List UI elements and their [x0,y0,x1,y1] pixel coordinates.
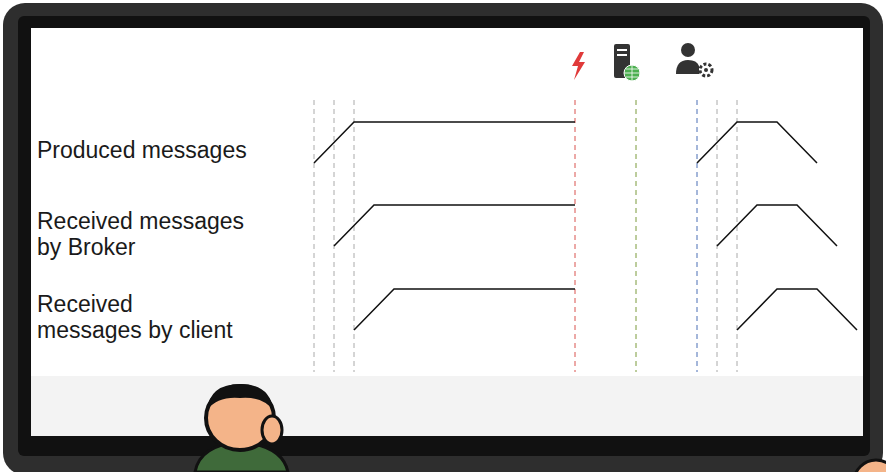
user-body [676,60,699,74]
user-head [681,43,695,57]
server-slot [617,54,627,56]
presenter-hand [262,416,282,444]
dashed-marker [334,100,335,372]
row-label: Produced messages [37,137,297,163]
dashed-marker [717,100,718,372]
server-icon [614,44,640,81]
presenter-hair [207,384,273,410]
signal-trace [697,122,817,163]
signal-trace [354,289,575,330]
lightning-icon [572,52,585,80]
server-slot [617,49,627,51]
signal-lines [314,122,857,330]
gear [700,64,712,76]
dashed-marker [737,100,738,372]
screen-bezel [18,16,870,456]
row-label: Received messages by client [37,291,237,343]
presenter-figure [195,384,288,472]
server-marker [636,100,637,372]
gear-hub [704,68,708,72]
admin-icon [676,43,712,76]
signal-trace [314,122,575,163]
globe [624,65,640,81]
admin-marker [697,100,698,372]
signal-trace [737,289,857,330]
time-markers [314,100,737,372]
signal-trace [717,205,837,246]
slide-area [31,28,863,376]
globe-grid [624,65,640,81]
slide-footer [31,376,863,436]
dashed-marker [354,100,355,372]
failure-marker [575,100,576,372]
screen-frame [3,3,883,472]
signal-trace [334,205,575,246]
row-label: Received messages by Broker [37,208,262,260]
dashed-marker [314,100,315,372]
audience-head [854,460,886,472]
